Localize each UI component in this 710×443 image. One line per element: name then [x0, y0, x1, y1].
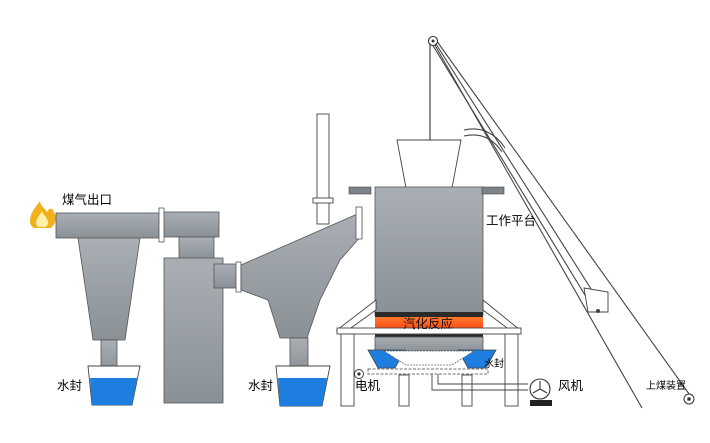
- cyclone-separator-1: [55, 207, 220, 375]
- cyclone-separator-2: [240, 206, 363, 375]
- platform-plate-left: [348, 186, 372, 195]
- gasification-reaction-label: 汽化反应: [403, 316, 454, 331]
- pulley-icon: [427, 35, 439, 47]
- water-seal-tank-2: [275, 365, 331, 407]
- gas-outlet-label: 煤气出口: [62, 192, 113, 207]
- work-platform-label: 工作平台: [486, 213, 537, 228]
- flame-icon: [30, 201, 56, 228]
- water-seal-label-1: 水封: [57, 378, 83, 393]
- water-seal-label-2: 水封: [248, 378, 274, 393]
- water-seal-tank-1: [87, 365, 141, 406]
- fan-icon: [529, 378, 552, 406]
- support-frame: [335, 299, 528, 407]
- intermediate-vessel: [163, 236, 242, 404]
- vent-pipe: [312, 113, 334, 225]
- coal-feeder-label: 上煤装置: [646, 381, 686, 392]
- platform-plate-right: [481, 186, 505, 195]
- gasifier-furnace: [374, 44, 484, 352]
- coal-feeder-incline: [431, 39, 695, 409]
- water-seal-label-3: 水封: [484, 359, 504, 370]
- motor-icon: [354, 369, 364, 379]
- motor-label: 电机: [355, 378, 381, 393]
- fan-label: 风机: [558, 378, 584, 393]
